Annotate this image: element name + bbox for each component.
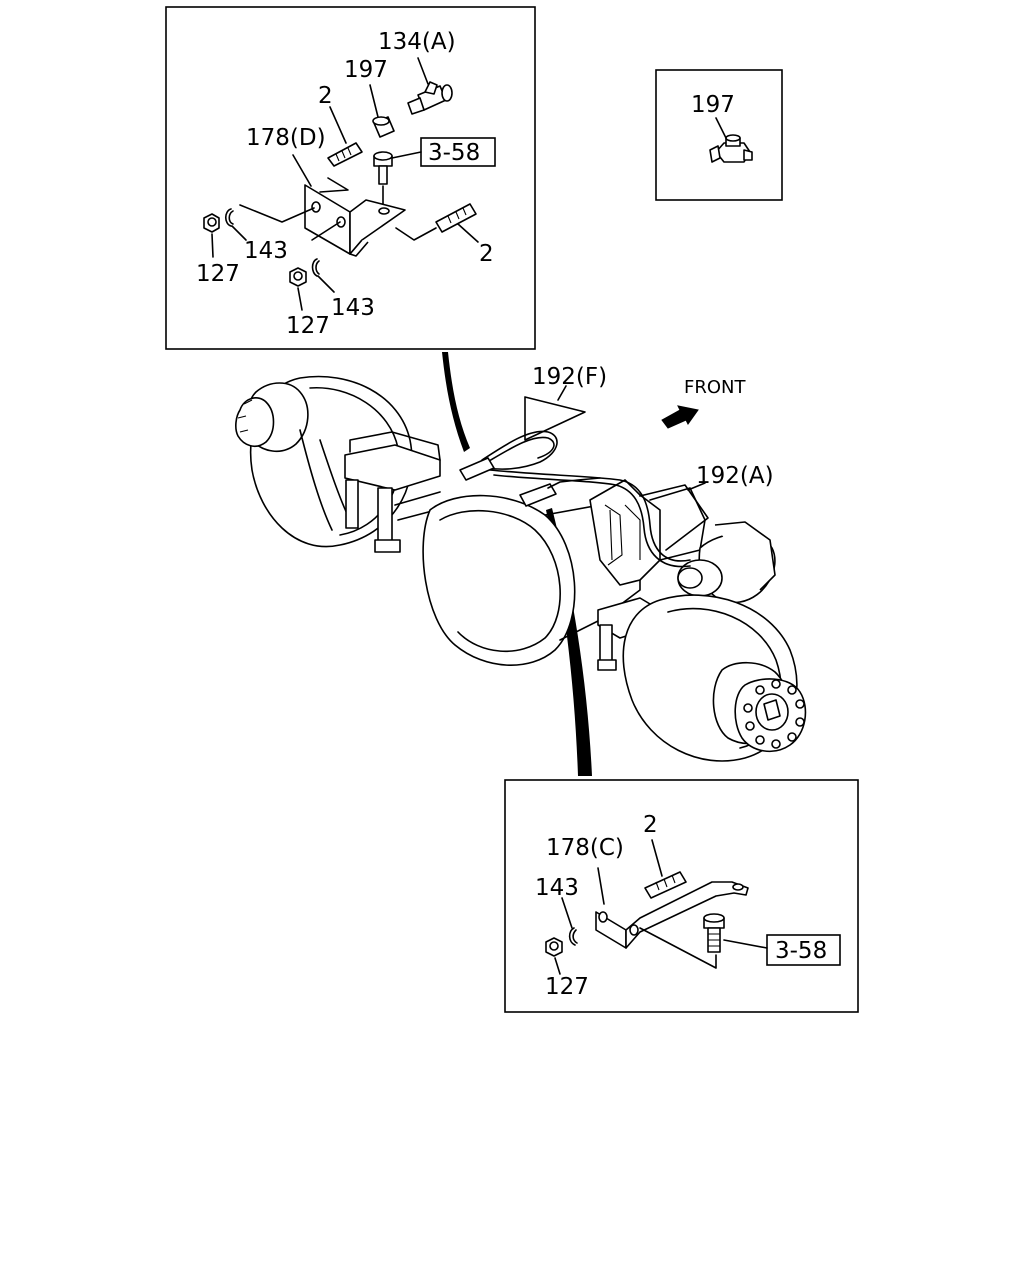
callout-192a [639,484,709,551]
differential-housing [422,479,706,667]
nut-197-icon [369,84,395,138]
callout-192f [524,396,586,441]
label-134a: 134(A) [378,29,456,55]
leader-stud-right [395,227,437,241]
label-192a: 192(A) [696,463,774,489]
stud-2-right-icon [435,203,479,243]
right-hub-drum [622,594,807,762]
leader-192f [557,385,567,401]
bracket-178d-icon [292,154,406,257]
label-127-bottom: 127 [545,974,589,1000]
detail-box-bottom-right: 2 178(C) 143 3-58 127 [504,779,859,1013]
leader-143-upper [239,204,315,223]
wheel-studs-icon [743,679,805,749]
stud-2-upper-icon [327,106,363,167]
label-front: FRONT [684,377,746,398]
washer-143-lower-icon [311,258,335,293]
detail-box-top-right: 197 [655,69,783,201]
detail-box-bottom-border [504,779,859,1013]
label-143-upper: 143 [244,238,288,264]
front-arrow-icon [661,405,699,429]
label-178d: 178(D) [246,125,326,151]
label-197-inset: 197 [691,92,735,118]
label-127-upper: 127 [196,261,240,287]
label-143-bottom: 143 [535,875,579,901]
fitting-134a-icon [407,57,453,115]
left-spring-seat [344,431,441,553]
ref-358-lower: 3-58 [775,938,827,964]
label-2-lower: 2 [643,812,658,838]
label-192f: 192(F) [532,364,607,390]
bolt-358-lower-icon [639,913,768,969]
bracket-178c-icon [595,867,749,949]
hose-192-icon [459,430,691,568]
leader-127-lower [311,221,341,241]
washer-143-upper-icon [224,208,247,241]
washer-143-bottom-icon [561,897,578,946]
leader-band-upper [442,352,470,452]
label-2-upper-right: 2 [479,241,494,267]
leader-192a [687,482,706,491]
nut-127-lower-icon [289,267,307,311]
label-143-lower: 143 [331,295,375,321]
ref-box-358-upper [420,137,496,167]
stud-2-lower-icon [644,839,687,899]
detail-box-top-left: 134(A) 197 2 178(D) 3-58 143 127 2 143 1… [165,6,536,350]
cross-fitting-197-icon [709,117,753,163]
ref-box-358-lower [766,934,841,966]
label-2-upper-left: 2 [318,83,333,109]
left-hub-drum [235,375,413,548]
ref-358-upper: 3-58 [428,140,480,166]
rear-axle-assembly: 192(F) FRONT 192(A) [235,352,807,776]
nut-127-bottom-icon [545,937,563,975]
inset-box-border [655,69,783,201]
label-197-upper: 197 [344,57,388,83]
pinion-yoke [677,521,776,604]
label-178c: 178(C) [546,835,624,861]
label-127-lower: 127 [286,313,330,339]
nut-127-upper-icon [203,213,220,258]
bolt-358-upper-icon [373,151,422,207]
leader-band-lower [546,508,592,776]
detail-box-border [165,6,536,350]
